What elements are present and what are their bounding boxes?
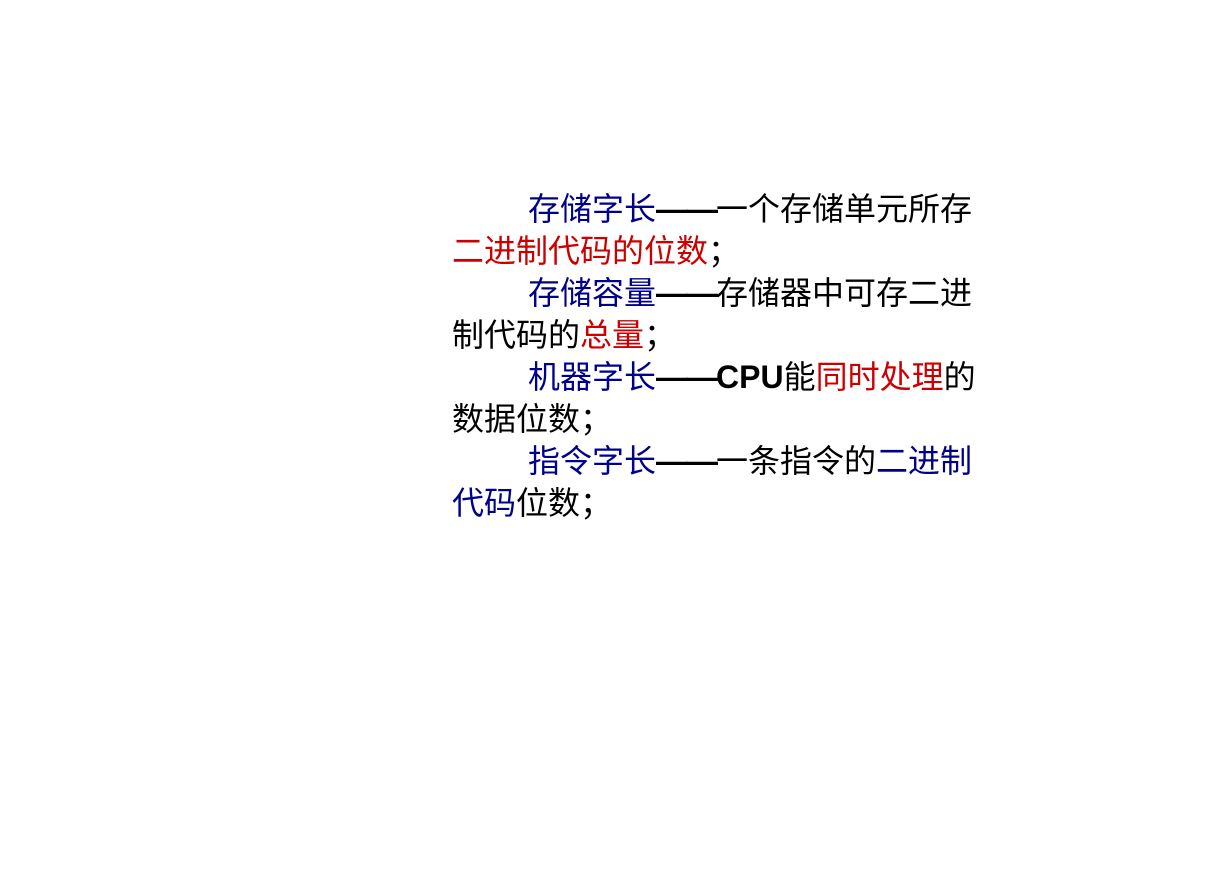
term-machine-word-length: 机器字长 xyxy=(528,358,657,396)
term-storage-capacity: 存储容量 xyxy=(528,274,657,312)
em-dash: —— xyxy=(656,275,718,311)
definition-4-line-1: 指令字长——一条指令的二进制 xyxy=(452,440,1032,482)
em-dash: —— xyxy=(656,443,718,479)
emphasis-text: 总量 xyxy=(580,316,645,354)
cpu-label: CPU xyxy=(716,359,784,395)
term-text: 二进制 xyxy=(876,442,973,480)
em-dash: —— xyxy=(656,359,718,395)
definition-2-line-2: 制代码的总量； xyxy=(452,314,1032,356)
definition-text: 数据位数； xyxy=(452,400,613,438)
definition-text: 能 xyxy=(783,358,816,396)
emphasis-text: 同时处理 xyxy=(815,358,944,396)
definition-text: 位数； xyxy=(516,484,613,522)
definition-1-line-1: 存储字长——一个存储单元所存 xyxy=(452,188,1032,230)
definition-text: 一条指令的 xyxy=(716,442,877,480)
definition-2-line-1: 存储容量——存储器中可存二进 xyxy=(452,272,1032,314)
emphasis-text: 二进制代码的位数 xyxy=(452,232,709,270)
definition-4-line-2: 代码位数； xyxy=(452,482,1032,524)
term-instruction-word-length: 指令字长 xyxy=(528,442,657,480)
definition-text: 的 xyxy=(943,358,976,396)
definition-text: 存储器中可存二进 xyxy=(716,274,973,312)
punctuation: ； xyxy=(708,232,741,270)
term-text: 代码 xyxy=(452,484,517,522)
definition-text: 一个存储单元所存 xyxy=(716,190,973,228)
punctuation: ； xyxy=(644,316,677,354)
definition-1-line-2: 二进制代码的位数； xyxy=(452,230,1032,272)
term-storage-word-length: 存储字长 xyxy=(528,190,657,228)
definition-3-line-2: 数据位数； xyxy=(452,398,1032,440)
definitions-text-block: 存储字长——一个存储单元所存 二进制代码的位数； 存储容量——存储器中可存二进 … xyxy=(452,188,1032,524)
em-dash: —— xyxy=(656,191,718,227)
definition-3-line-1: 机器字长——CPU能同时处理的 xyxy=(452,356,1032,398)
definition-text: 制代码的 xyxy=(452,316,581,354)
